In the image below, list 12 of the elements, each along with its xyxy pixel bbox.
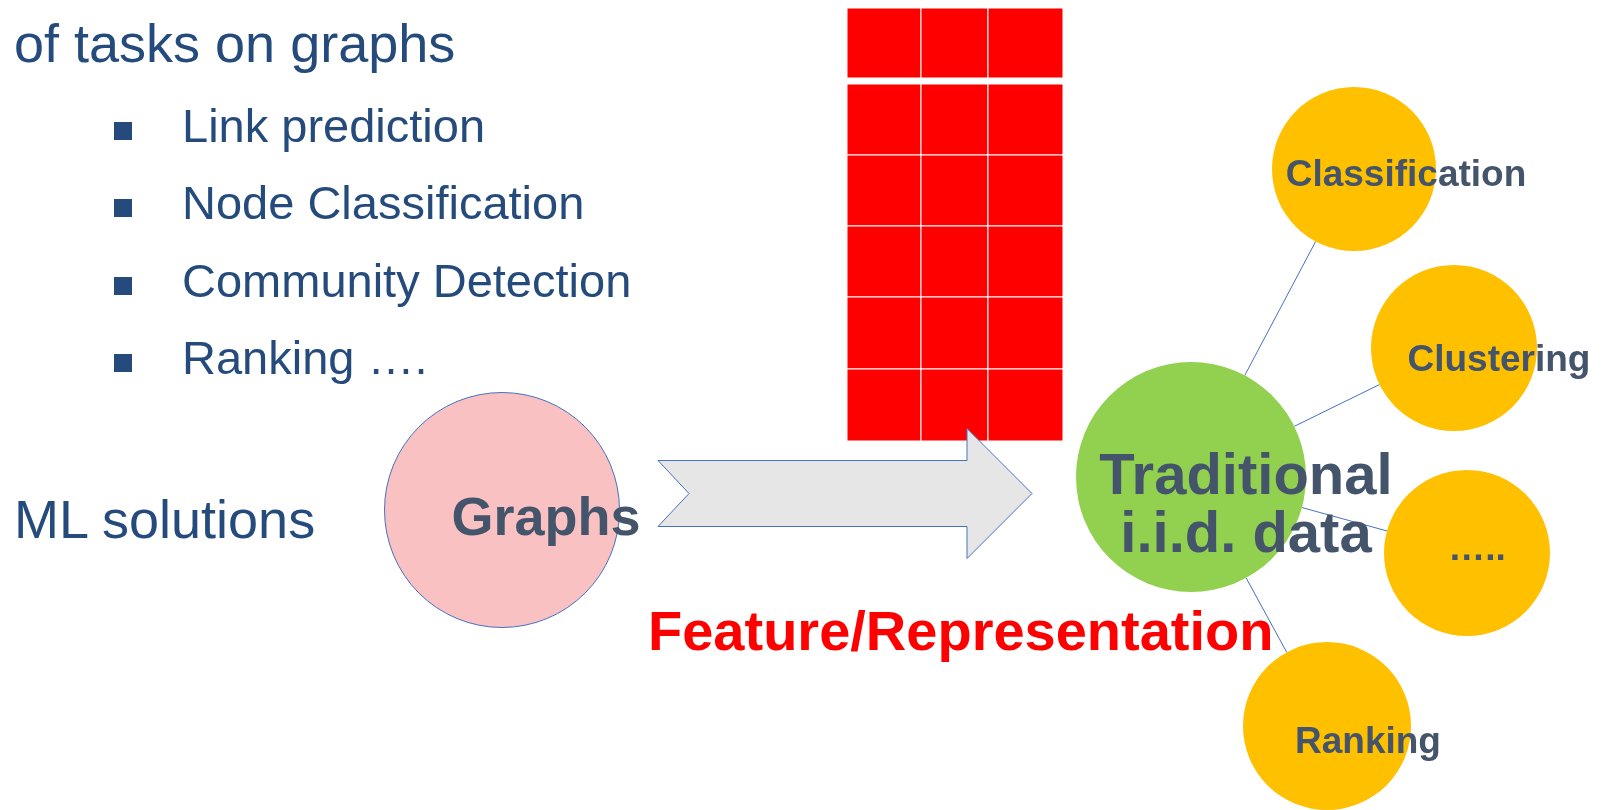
- annotation-text: Feature/Representation: [648, 598, 1274, 663]
- heading-text: of tasks on graphs: [14, 12, 456, 74]
- list-item: Community Detection: [182, 253, 632, 308]
- list-item: Ranking ….: [182, 330, 428, 385]
- connector-line: [1293, 384, 1380, 427]
- connector-line: [1245, 577, 1288, 653]
- list-item: Link prediction: [182, 98, 486, 153]
- connector-line: [1244, 241, 1317, 376]
- node-label: …..: [1448, 528, 1506, 566]
- list-item: Node Classification: [182, 175, 585, 230]
- heading-text: ML solutions: [14, 488, 316, 550]
- block-arrow: [657, 428, 1033, 559]
